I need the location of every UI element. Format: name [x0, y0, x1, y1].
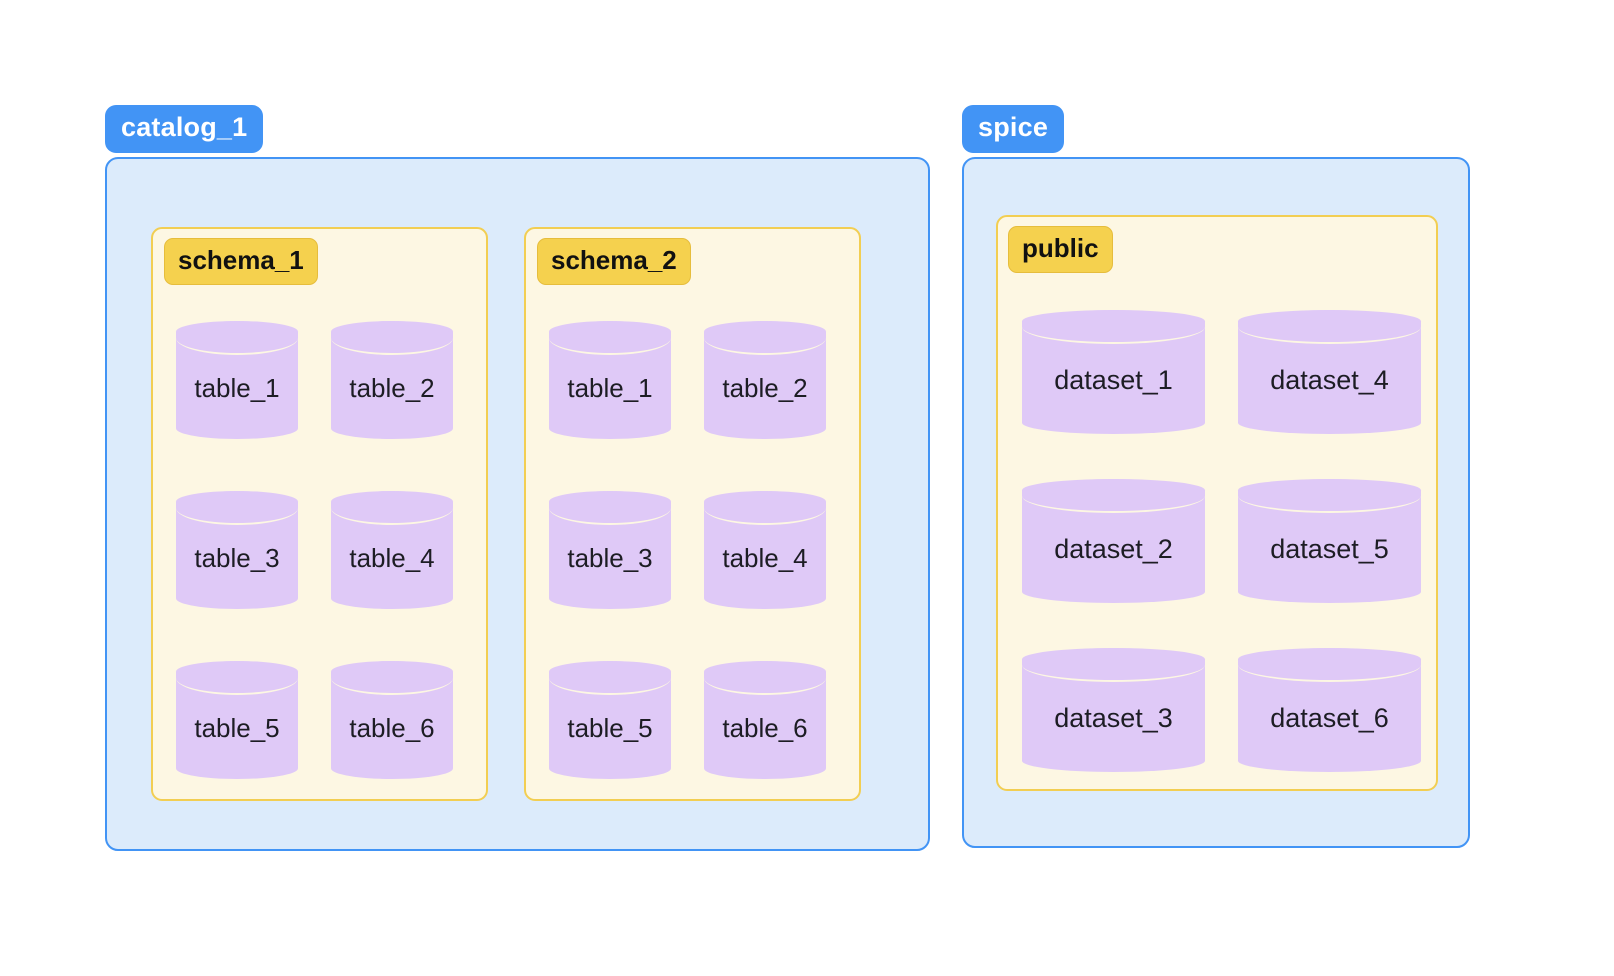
cylinder-label: dataset_5	[1270, 533, 1389, 564]
cylinder-table_2[interactable]: table_2	[704, 321, 826, 439]
cylinder-dataset_5[interactable]: dataset_5	[1238, 479, 1421, 603]
cylinder-label: table_6	[722, 713, 808, 743]
cylinder-table_3[interactable]: table_3	[549, 491, 671, 609]
cylinder-table_5[interactable]: table_5	[176, 661, 298, 779]
cylinder-label: table_5	[567, 713, 653, 743]
cylinder-label: table_4	[349, 543, 435, 573]
catalog-container-spice[interactable]: public dataset_1 dataset_4 dataset_2	[962, 157, 1470, 848]
cylinder-top-ellipse	[176, 661, 298, 695]
cylinder-top-ellipse	[704, 321, 826, 355]
cylinder-top-ellipse	[1022, 479, 1205, 513]
cylinder-label: table_6	[349, 713, 435, 743]
schema-badge-schema-1[interactable]: schema_1	[164, 238, 318, 285]
cylinder-top-ellipse	[1022, 310, 1205, 344]
catalog-badge-catalog-1[interactable]: catalog_1	[105, 105, 264, 153]
cylinder-label: table_2	[349, 373, 435, 403]
cylinder-label: dataset_2	[1054, 533, 1173, 564]
schema-container-public[interactable]: dataset_1 dataset_4 dataset_2 dataset_5	[996, 215, 1438, 791]
catalog-badge-spice[interactable]: spice	[962, 105, 1065, 153]
cylinder-table_4[interactable]: table_4	[704, 491, 826, 609]
cylinder-label: table_5	[194, 713, 280, 743]
cylinder-label: dataset_3	[1054, 702, 1173, 733]
cylinder-table_4[interactable]: table_4	[331, 491, 453, 609]
cylinder-dataset_2[interactable]: dataset_2	[1022, 479, 1205, 603]
cylinder-table_6[interactable]: table_6	[704, 661, 826, 779]
cylinder-top-ellipse	[549, 661, 671, 695]
catalog-container-catalog-1[interactable]: schema_1 table_1 table_2 table_3 tabl	[105, 157, 930, 851]
cylinder-label: dataset_6	[1270, 702, 1389, 733]
cylinder-top-ellipse	[331, 491, 453, 525]
cylinder-top-ellipse	[331, 321, 453, 355]
cylinder-top-ellipse	[549, 491, 671, 525]
cylinder-table_3[interactable]: table_3	[176, 491, 298, 609]
cylinder-top-ellipse	[549, 321, 671, 355]
schema-badge-schema-2[interactable]: schema_2	[537, 238, 691, 285]
schema-badge-public[interactable]: public	[1008, 226, 1113, 273]
cylinder-label: table_3	[194, 543, 280, 573]
cylinder-table_1[interactable]: table_1	[176, 321, 298, 439]
cylinder-top-ellipse	[704, 491, 826, 525]
schema-container-schema-2[interactable]: table_1 table_2 table_3 table_4 tabl	[524, 227, 861, 801]
cylinder-dataset_1[interactable]: dataset_1	[1022, 310, 1205, 434]
cylinder-label: table_4	[722, 543, 808, 573]
cylinder-top-ellipse	[1022, 648, 1205, 682]
cylinder-label: table_1	[194, 373, 280, 403]
cylinder-top-ellipse	[1238, 310, 1421, 344]
cylinder-top-ellipse	[704, 661, 826, 695]
cylinder-table_6[interactable]: table_6	[331, 661, 453, 779]
cylinder-top-ellipse	[1238, 479, 1421, 513]
cylinder-top-ellipse	[176, 321, 298, 355]
cylinder-table_5[interactable]: table_5	[549, 661, 671, 779]
cylinder-label: table_3	[567, 543, 653, 573]
cylinder-label: table_2	[722, 373, 808, 403]
cylinder-label: table_1	[567, 373, 653, 403]
cylinder-dataset_3[interactable]: dataset_3	[1022, 648, 1205, 772]
cylinder-table_1[interactable]: table_1	[549, 321, 671, 439]
cylinder-label: dataset_4	[1270, 364, 1389, 395]
cylinder-dataset_6[interactable]: dataset_6	[1238, 648, 1421, 772]
cylinder-top-ellipse	[1238, 648, 1421, 682]
cylinder-top-ellipse	[331, 661, 453, 695]
cylinder-label: dataset_1	[1054, 364, 1173, 395]
cylinder-top-ellipse	[176, 491, 298, 525]
schema-container-schema-1[interactable]: table_1 table_2 table_3 table_4 tabl	[151, 227, 488, 801]
cylinder-dataset_4[interactable]: dataset_4	[1238, 310, 1421, 434]
cylinder-table_2[interactable]: table_2	[331, 321, 453, 439]
